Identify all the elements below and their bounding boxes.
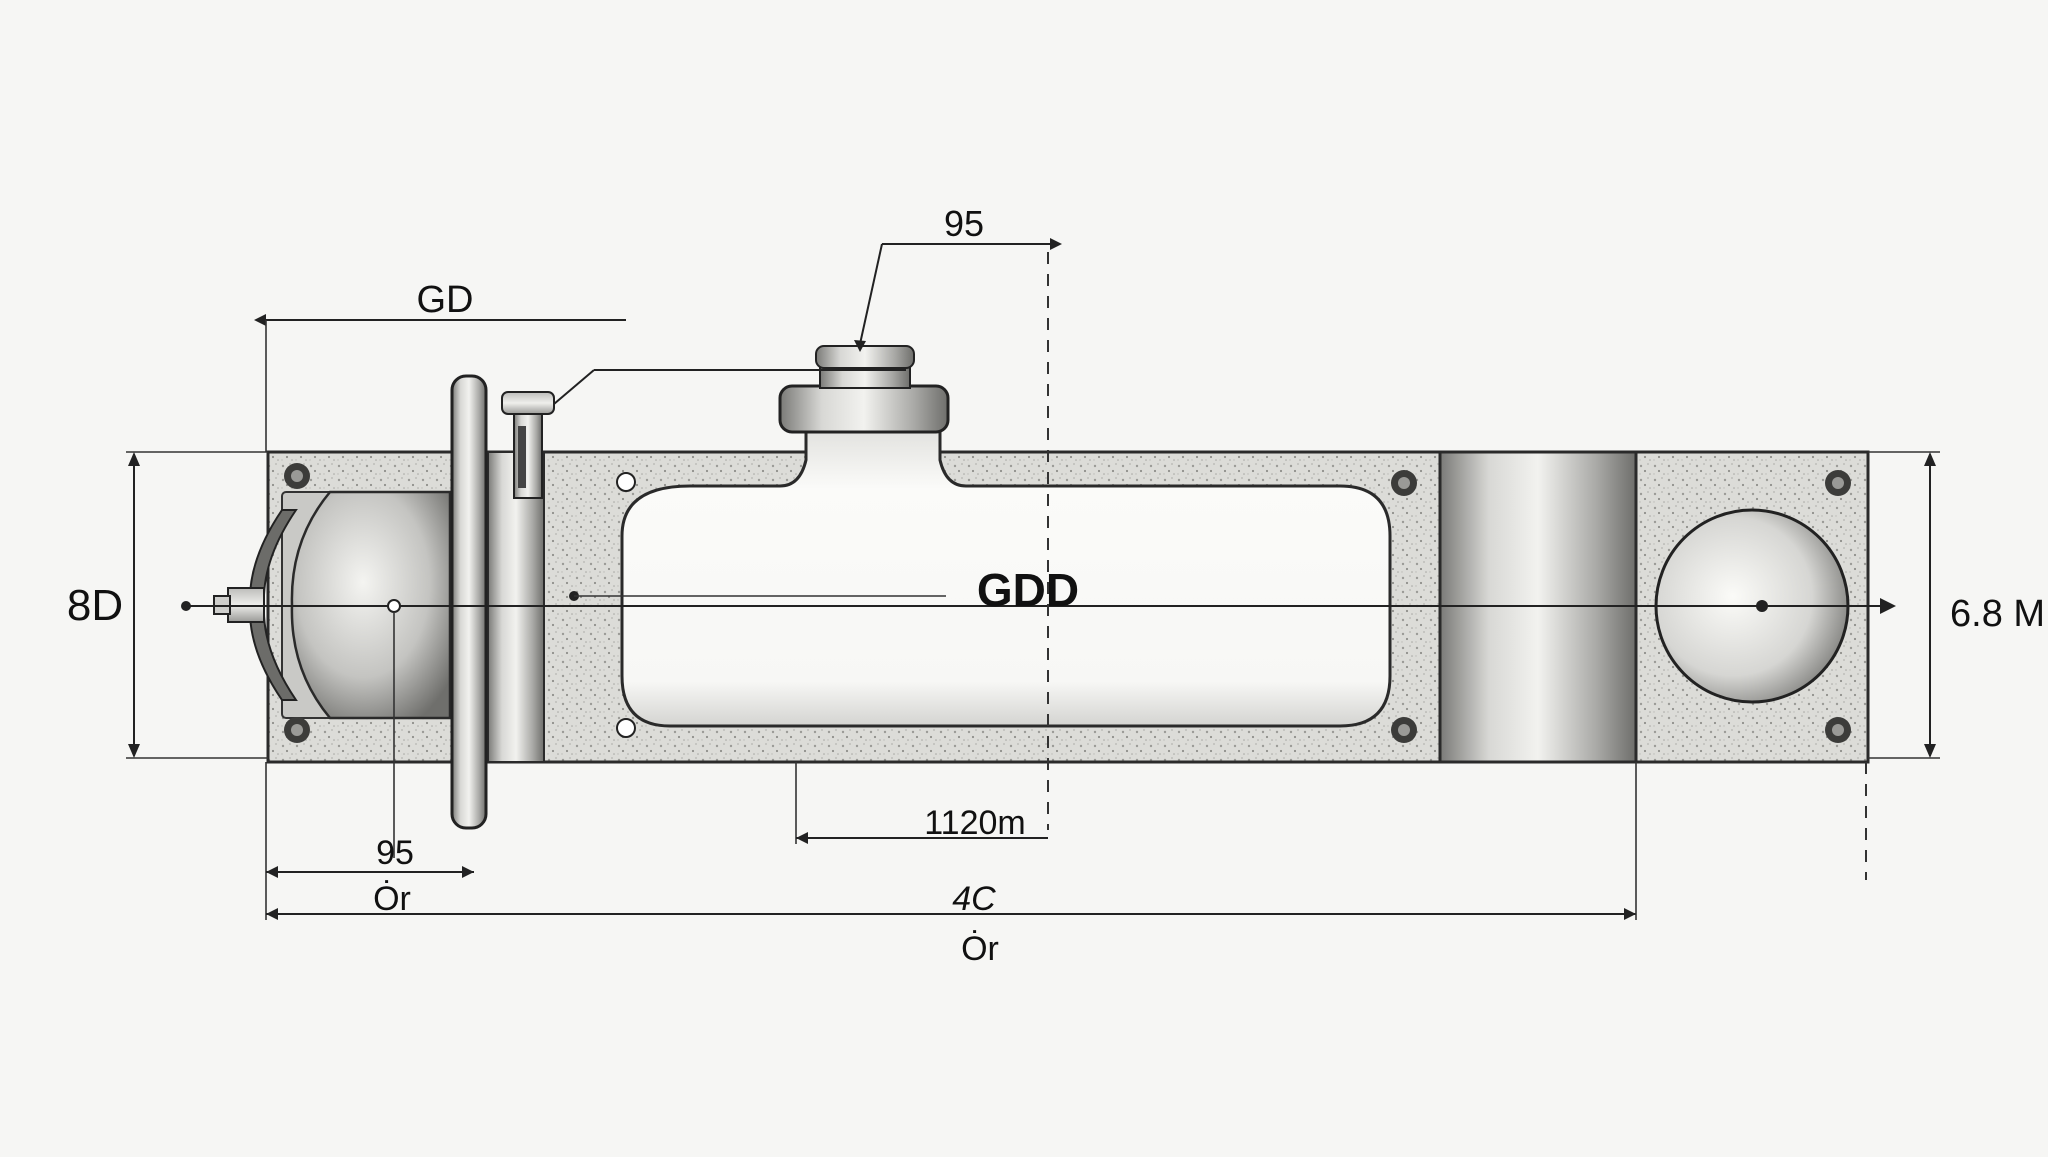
bottom-overall-sub-label: Ȯr [961, 930, 999, 968]
flange-plate [450, 374, 488, 830]
center-label: GDD [977, 564, 1079, 616]
bolt-icon [1391, 717, 1417, 743]
bottom-left-dim-label: 95 [376, 834, 414, 872]
valve-leader-line [553, 369, 906, 405]
right-height-label: 6.8 M [1950, 593, 2045, 635]
bolts [284, 463, 1851, 743]
bottom-overall-label: 4C [952, 880, 996, 918]
left-height-dimension [126, 451, 268, 759]
bolt-icon [284, 717, 310, 743]
mid-length-label: 1120m [924, 804, 1025, 842]
bottom-left-sub-label: Ȯr [373, 880, 411, 918]
filler-cap [778, 345, 950, 434]
top-dimension-line [854, 238, 1062, 830]
bolt-icon [1391, 470, 1417, 496]
bolt-icon [284, 463, 310, 489]
bolt-icon [1825, 717, 1851, 743]
left-height-label: 8D [67, 581, 123, 630]
center-axis [181, 591, 1896, 614]
mid-length-dimension [795, 762, 1048, 844]
bolt-icon [1825, 470, 1851, 496]
gd-dimension-line [254, 314, 626, 452]
bottom-left-dimension [265, 612, 474, 920]
gd-label: GD [417, 279, 474, 321]
top-dimension-label: 95 [944, 203, 984, 244]
right-height-dimension [1868, 451, 1940, 759]
bottom-overall-dimension [266, 762, 1867, 920]
small-valve [501, 391, 555, 499]
